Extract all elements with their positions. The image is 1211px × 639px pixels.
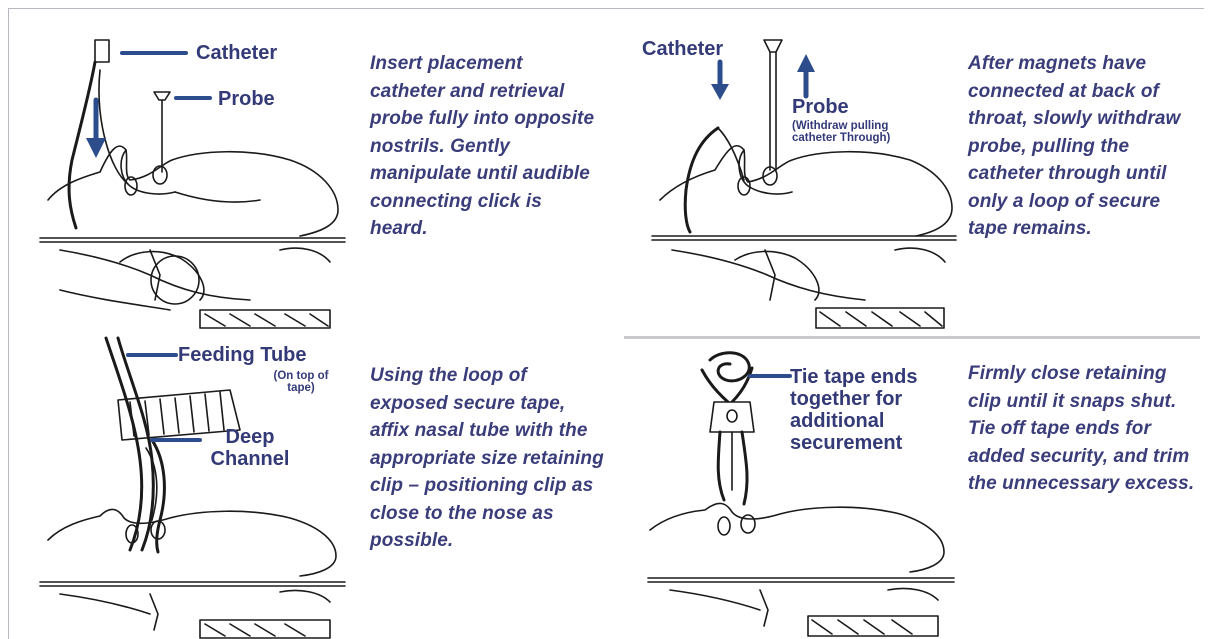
feeding-tube-note: (On top of tape) bbox=[270, 370, 332, 394]
probe-label: Probe bbox=[792, 96, 849, 118]
feeding-tube-label: Feeding Tube bbox=[178, 344, 307, 366]
step-2-panel: Catheter Probe (Withdraw pulling cathete… bbox=[620, 0, 1211, 334]
step-1-illustration bbox=[0, 0, 360, 330]
step-3-description: Using the loop of exposed secure tape, a… bbox=[370, 362, 606, 555]
step-3-panel: Feeding Tube (On top of tape) Deep Chann… bbox=[0, 330, 620, 639]
catheter-label: Catheter bbox=[642, 38, 723, 60]
section-divider bbox=[624, 336, 1200, 339]
deep-channel-label: Deep Channel bbox=[200, 426, 300, 470]
step-4-panel: Tie tape ends together for additional se… bbox=[620, 340, 1211, 639]
step-1-description: Insert placement catheter and retrieval … bbox=[370, 50, 602, 243]
step-4-description: Firmly close retaining clip until it sna… bbox=[968, 360, 1196, 498]
step-2-description: After magnets have connected at back of … bbox=[968, 50, 1196, 243]
catheter-label: Catheter bbox=[196, 42, 277, 64]
probe-note: (Withdraw pulling catheter Through) bbox=[792, 120, 894, 144]
probe-label: Probe bbox=[218, 88, 275, 110]
tie-tape-label: Tie tape ends together for additional se… bbox=[790, 366, 950, 454]
step-1-panel: Catheter Probe Insert placement catheter… bbox=[0, 0, 620, 330]
